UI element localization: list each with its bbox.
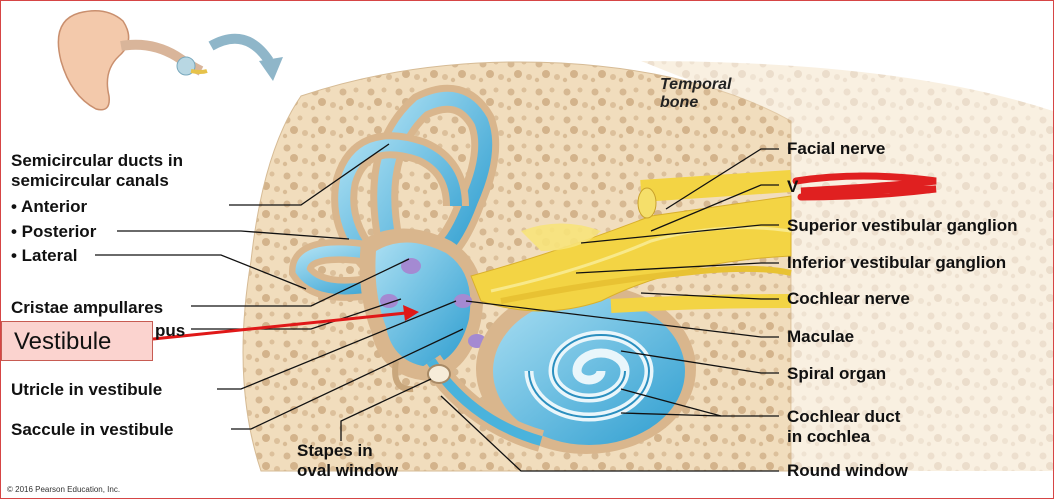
zoom-arrow (208, 33, 274, 64)
cristae-label: Cristae ampullares (11, 298, 164, 317)
cochlear-nerve-label: Cochlear nerve (787, 289, 910, 308)
semicircular-title: Semicircular ducts in semicircular canal… (11, 151, 183, 190)
outer-ear-icon (57, 10, 208, 111)
inferior-ganglion-label: Inferior vestibular ganglion (787, 253, 1007, 272)
copyright: © 2016 Pearson Education, Inc. (7, 485, 121, 494)
lateral-label: • Lateral (11, 246, 78, 265)
facial-nerve-label: Facial nerve (787, 139, 886, 158)
redacted-label: V (787, 177, 799, 196)
cochlea (476, 284, 696, 454)
vestibulocochlear-nerve-bundle (470, 170, 792, 313)
superior-ganglion-label: Superior vestibular ganglion (787, 216, 1018, 235)
utricle-label: Utricle in vestibule (11, 380, 163, 399)
anterior-label: • Anterior (11, 197, 88, 216)
vestibule-pointer (152, 311, 407, 341)
vestibule-callout: Vestibule (1, 321, 153, 361)
cristae-hidden-suffix: pus (155, 321, 186, 340)
leader-lines (95, 143, 779, 472)
stapes-label: Stapes in oval window (297, 441, 399, 480)
cochlear-duct-label: Cochlear duct in cochlea (787, 407, 901, 446)
saccule-label: Saccule in vestibule (11, 420, 174, 439)
round-window-label: Round window (787, 461, 908, 480)
spiral-organ-label: Spiral organ (787, 364, 887, 383)
redaction-scribble (792, 172, 937, 201)
temporal-bone-label: Temporal bone (660, 76, 732, 111)
posterior-label: • Posterior (11, 222, 97, 241)
maculae-label: Maculae (787, 327, 855, 346)
